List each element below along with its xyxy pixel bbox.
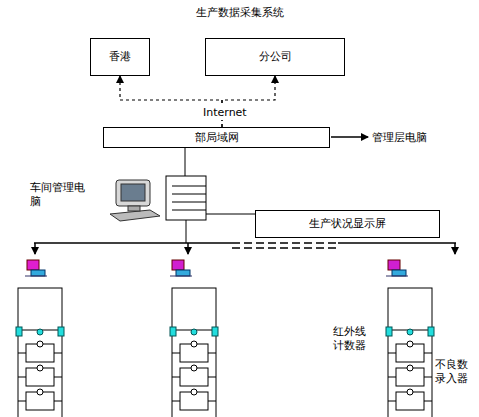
process-box: 香港 xyxy=(90,38,150,76)
annotation-label: 红外线 计数器 xyxy=(333,325,373,353)
computer-icon xyxy=(110,180,160,221)
bus-line xyxy=(34,243,456,254)
server-box xyxy=(166,176,206,220)
machine xyxy=(16,260,434,417)
arrow-line xyxy=(331,136,368,138)
wire xyxy=(185,147,186,176)
box-text: 香港 xyxy=(109,50,131,63)
annotation-label: 车间管理电脑 xyxy=(30,181,89,209)
process-box: 部局域网 xyxy=(103,127,330,148)
box-text: 分公司 xyxy=(259,50,292,63)
annotation-label: Internet xyxy=(200,106,250,120)
diagram-title: 生产数据采集系统 xyxy=(0,6,479,20)
process-box: 分公司 xyxy=(205,38,345,76)
wire xyxy=(206,214,255,215)
wire xyxy=(186,220,187,243)
box-text: 部局域网 xyxy=(195,131,239,144)
box-text: 生产状况显示屏 xyxy=(309,217,386,230)
annotation-label: 管理层电脑 xyxy=(372,131,427,145)
annotation-label: 不良数 录入器 xyxy=(435,358,475,386)
process-box: 生产状况显示屏 xyxy=(255,210,440,238)
